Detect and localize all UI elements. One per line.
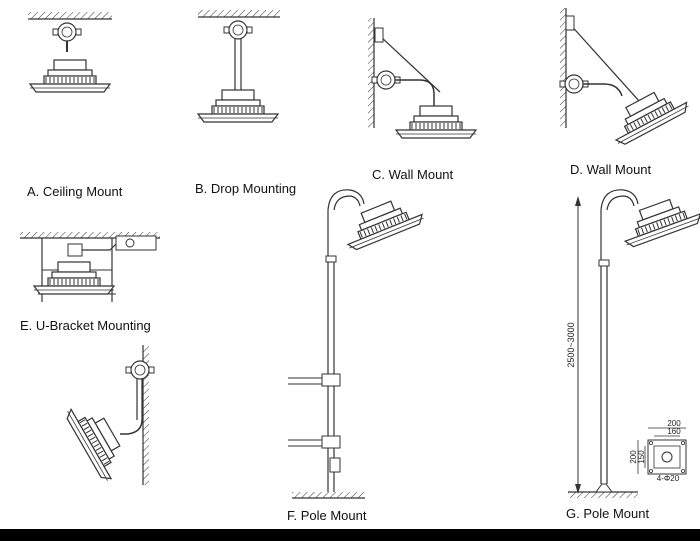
figure-b-drop-mounting — [197, 10, 280, 123]
base-outer-width-label: 200 — [667, 419, 681, 428]
figure-e-u-bracket-mounting — [20, 232, 160, 302]
caption-c-wall-mount: C. Wall Mount — [372, 167, 454, 182]
caption-g-pole-mount: G. Pole Mount — [566, 506, 650, 521]
bottom-bar — [0, 529, 700, 541]
figure-f-pole-mount — [288, 189, 426, 499]
base-plate-detail: 200 160 200 150 4-Φ20 — [629, 419, 687, 483]
caption-b-drop-mounting: B. Drop Mounting — [195, 181, 297, 196]
figure-d-wall-mount — [559, 8, 691, 148]
figure-inclined-wall-bracket — [63, 345, 155, 485]
pole-height-label: 2500~3000 — [566, 322, 576, 367]
base-side-inner-label: 150 — [637, 450, 646, 464]
caption-e-u-bracket-mounting: E. U-Bracket Mounting — [20, 318, 151, 333]
figure-g-pole-mount: 2500~3000 200 160 200 150 4-Φ20 — [566, 189, 700, 498]
caption-f-pole-mount: F. Pole Mount — [287, 508, 367, 523]
figure-c-wall-mount — [368, 18, 477, 139]
base-holes-label: 4-Φ20 — [657, 474, 680, 483]
caption-a-ceiling-mount: A. Ceiling Mount — [27, 184, 123, 199]
base-inner-width-label: 160 — [667, 427, 681, 436]
base-side-outer-label: 200 — [629, 450, 638, 464]
figure-a-ceiling-mount — [28, 12, 112, 93]
caption-d-wall-mount: D. Wall Mount — [570, 162, 652, 177]
